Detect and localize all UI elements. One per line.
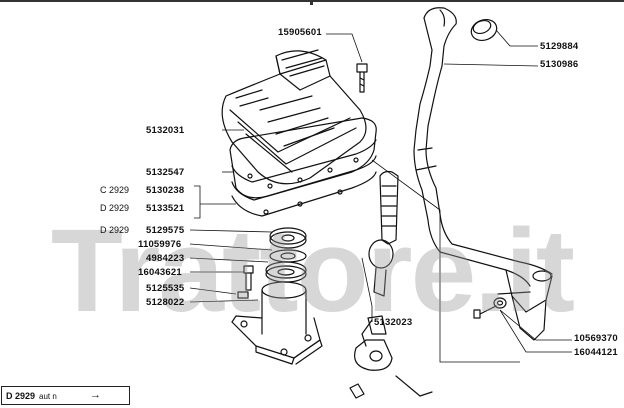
screw-15905601-drawing <box>356 63 368 93</box>
part-label-5130238: 5130238 <box>146 185 185 196</box>
variant-label-c2929: C 2929 <box>100 185 130 195</box>
part-label-5133521: 5133521 <box>146 203 185 214</box>
part-label-5129575: 5129575 <box>146 225 185 236</box>
part-label-5129884: 5129884 <box>540 41 579 52</box>
part-label-16044121: 16044121 <box>574 347 618 358</box>
part-label-16043621: 16043621 <box>138 267 182 278</box>
pin-5125535-drawing <box>237 291 249 299</box>
footer-note: aut n <box>39 392 57 401</box>
footer-code: D 2929 <box>6 391 36 401</box>
washers-drawing <box>265 227 307 283</box>
shaft-drawing <box>349 170 433 399</box>
boot-drawing <box>221 49 367 185</box>
top-center-tick <box>310 0 313 5</box>
leader-lines <box>189 29 572 363</box>
part-label-5125535: 5125535 <box>146 283 185 294</box>
bolt-16043621-drawing <box>243 265 254 291</box>
bolt-10569370-drawing <box>473 297 507 319</box>
part-label-5132023: 5132023 <box>374 317 413 328</box>
part-label-4984223: 4984223 <box>146 253 185 264</box>
right-arrow-icon: → <box>90 389 101 401</box>
part-label-5128022: 5128022 <box>146 297 185 308</box>
part-label-15905601: 15905601 <box>278 27 322 38</box>
housing-drawing <box>231 281 323 365</box>
knob-drawing <box>470 19 498 41</box>
part-label-5130986: 5130986 <box>540 59 579 70</box>
footer-reference-box: D 2929 aut n → <box>1 386 130 405</box>
gear-lever-drawing <box>413 7 553 341</box>
plates-drawing <box>229 117 377 217</box>
part-label-5132031: 5132031 <box>146 125 185 136</box>
part-label-10569370: 10569370 <box>574 333 618 344</box>
part-label-11059976: 11059976 <box>138 239 182 250</box>
part-label-5132547: 5132547 <box>146 167 185 178</box>
variant-label-d2929: D 2929 <box>100 203 130 213</box>
variant-label-d2929-washer: D 2929 <box>100 225 130 235</box>
